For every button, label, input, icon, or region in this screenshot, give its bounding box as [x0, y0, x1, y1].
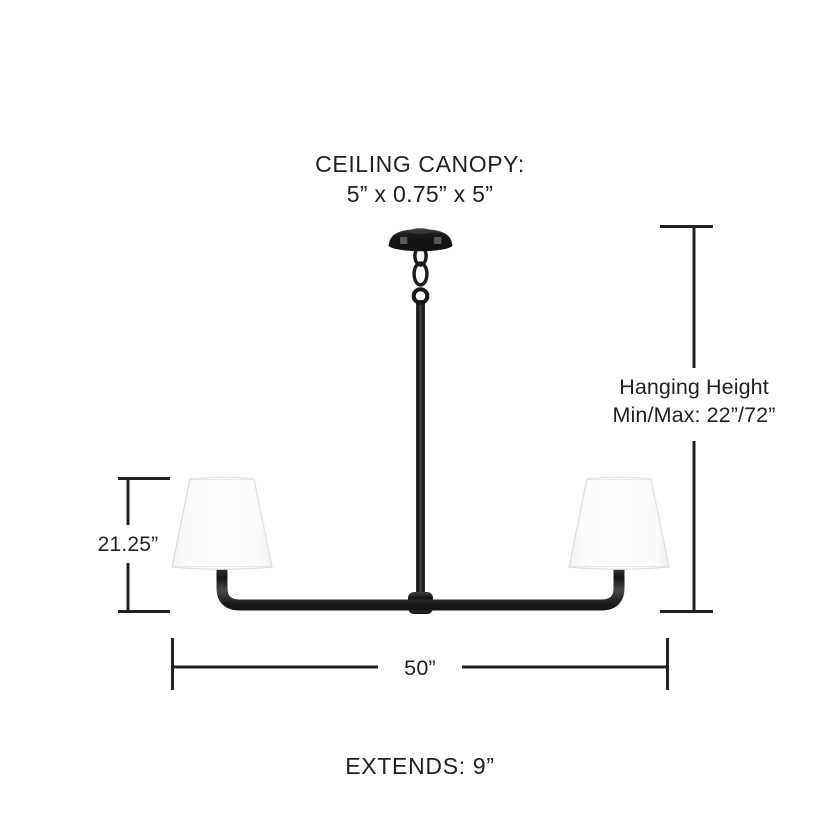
ceiling-canopy	[388, 228, 453, 252]
hanging-height-label: Hanging Height Min/Max: 22”/72”	[613, 374, 776, 430]
overall-width-label: 50”	[404, 656, 436, 680]
width-dimension	[171, 638, 669, 690]
left-arm	[216, 560, 426, 611]
down-rod	[416, 300, 425, 605]
shade-height-dimension	[118, 477, 170, 613]
left-shade	[171, 476, 273, 570]
hanging-height-dimension	[660, 225, 713, 613]
arm-assembly	[216, 560, 625, 611]
right-shade	[568, 476, 670, 570]
shade-height-label: 21.25”	[97, 533, 159, 556]
ceiling-canopy-label: CEILING CANOPY: 5” x 0.75” x 5”	[315, 150, 525, 210]
right-arm	[415, 560, 625, 611]
hanging-height-title: Hanging Height	[619, 375, 769, 399]
extends-label: EXTENDS: 9”	[345, 753, 495, 779]
ceiling-canopy-dimensions: 5” x 0.75” x 5”	[346, 180, 494, 207]
hanging-height-value: Min/Max: 22”/72”	[612, 402, 776, 427]
hanging-chain	[412, 245, 429, 287]
dimension-lines	[118, 225, 713, 690]
ceiling-canopy-title: CEILING CANOPY:	[315, 151, 525, 177]
chain-connector-ring	[411, 287, 430, 305]
